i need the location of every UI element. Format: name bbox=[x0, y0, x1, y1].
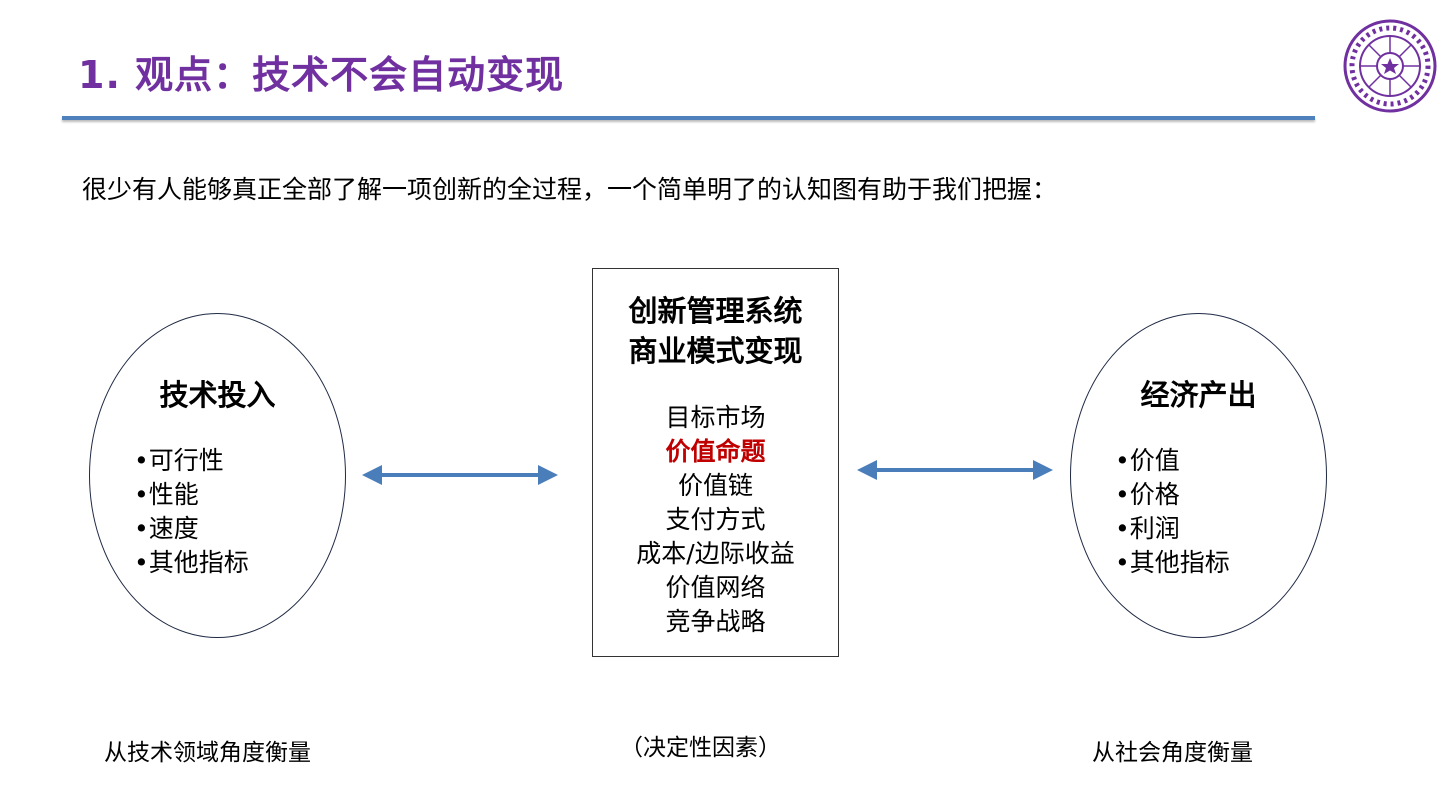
technology-input-list: •可行性 •性能 •速度 •其他指标 bbox=[134, 444, 249, 580]
box-title-line: 创新管理系统 bbox=[628, 294, 803, 328]
list-item: 成本/边际收益 bbox=[636, 539, 795, 568]
list-item: •利润 bbox=[1115, 514, 1180, 543]
page-title: 1. 观点：技术不会自动变现 bbox=[78, 53, 565, 97]
technology-input-title: 技术投入 bbox=[159, 378, 276, 412]
right-double-arrow bbox=[857, 460, 1053, 480]
technology-input-ellipse: 技术投入 •可行性 •性能 •速度 •其他指标 bbox=[89, 313, 346, 638]
innovation-management-box: 创新管理系统 商业模式变现 目标市场 价值命题 价值链 支付方式 成本/边际收益… bbox=[592, 268, 839, 657]
intro-text: 很少有人能够真正全部了解一项创新的全过程，一个简单明了的认知图有助于我们把握： bbox=[82, 175, 1058, 204]
list-item: •价值 bbox=[1115, 446, 1180, 475]
list-item: •价格 bbox=[1115, 480, 1180, 509]
right-caption: 从社会角度衡量 bbox=[1092, 740, 1253, 766]
list-item: 目标市场 bbox=[665, 403, 766, 432]
box-title-line: 商业模式变现 bbox=[628, 334, 803, 368]
list-item: 支付方式 bbox=[665, 505, 766, 534]
list-item: 竞争战略 bbox=[665, 607, 766, 636]
list-item: •可行性 bbox=[134, 446, 224, 475]
economic-output-list: •价值 •价格 •利润 •其他指标 bbox=[1115, 444, 1230, 580]
list-item: •其他指标 bbox=[1115, 548, 1230, 577]
left-caption: 从技术领域角度衡量 bbox=[104, 740, 311, 766]
list-item: •速度 bbox=[134, 514, 199, 543]
economic-output-title: 经济产出 bbox=[1140, 378, 1257, 412]
list-item: 价值链 bbox=[677, 471, 753, 500]
title-divider bbox=[62, 116, 1315, 120]
list-item-highlighted: 价值命题 bbox=[665, 437, 766, 466]
tsinghua-logo bbox=[1343, 19, 1437, 113]
list-item: •其他指标 bbox=[134, 548, 249, 577]
center-caption: （决定性因素） bbox=[620, 735, 781, 761]
left-double-arrow bbox=[362, 465, 558, 485]
list-item: 价值网络 bbox=[665, 573, 766, 602]
economic-output-ellipse: 经济产出 •价值 •价格 •利润 •其他指标 bbox=[1070, 313, 1327, 638]
list-item: •性能 bbox=[134, 480, 199, 509]
